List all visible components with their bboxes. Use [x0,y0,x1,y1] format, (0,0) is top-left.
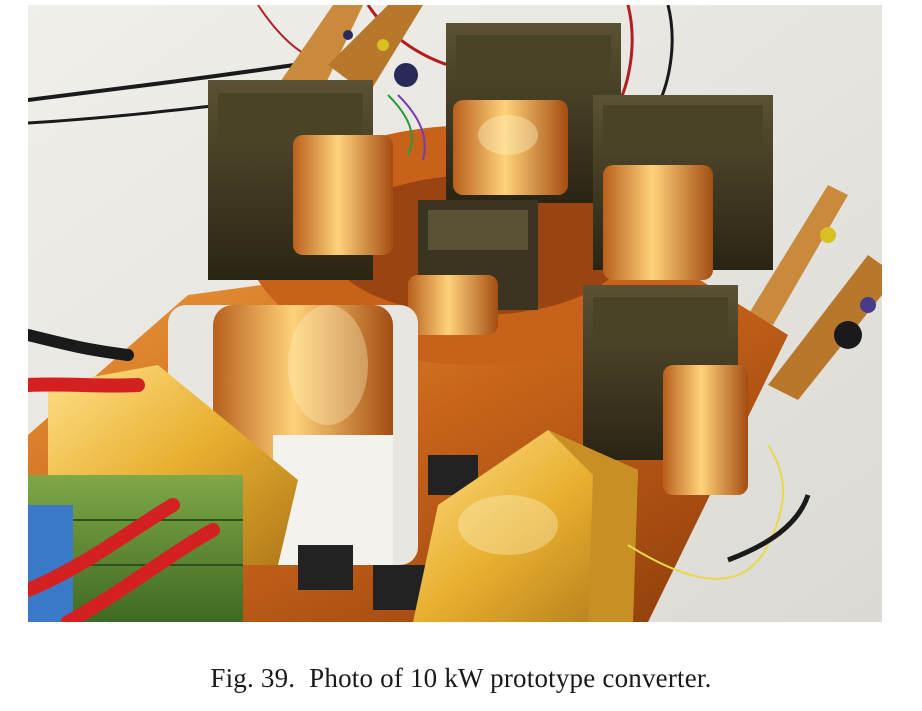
figure-caption: Fig. 39. Photo of 10 kW prototype conver… [210,663,712,693]
converter-photo-illustration [28,5,882,622]
converter-photo [28,5,882,622]
